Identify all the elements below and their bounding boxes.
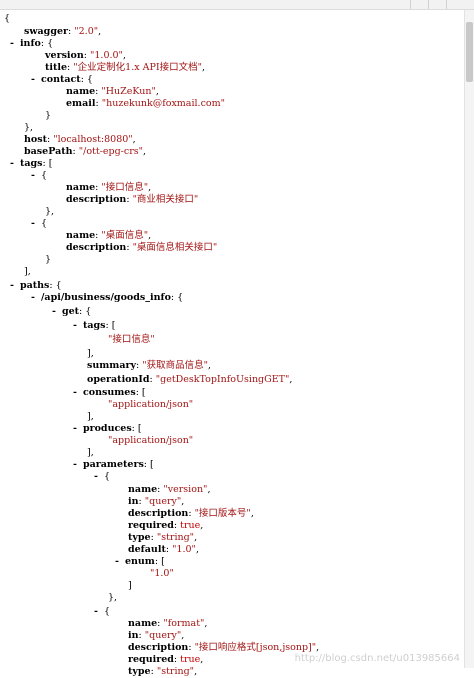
- json-line: ],: [24, 266, 31, 277]
- json-line: host: "localhost:8080",: [24, 134, 136, 145]
- json-line: description: "商业相关接口": [66, 194, 199, 205]
- collapse-toggle[interactable]: -: [73, 387, 77, 398]
- json-line: "接口信息": [108, 334, 155, 345]
- json-line: title: "企业定制化1.x API接口文档",: [45, 62, 205, 73]
- json-line: name: "version",: [128, 484, 211, 495]
- json-line: in: "query",: [128, 630, 185, 641]
- collapse-toggle[interactable]: -: [10, 158, 14, 169]
- json-line: -paths: {: [10, 280, 62, 291]
- json-line: name: "format",: [128, 618, 208, 629]
- json-line: -parameters: [: [73, 459, 154, 470]
- scrollbar-thumb[interactable]: [466, 22, 473, 82]
- json-line: -/api/business/goods_info: {: [31, 292, 184, 303]
- json-line: ]: [128, 580, 132, 591]
- json-line: email: "huzekunk@foxmail.com": [66, 98, 225, 109]
- json-line: -{: [31, 218, 47, 229]
- json-line: "application/json": [108, 435, 194, 446]
- json-line: -{: [94, 471, 110, 482]
- json-line: "application/json": [108, 399, 194, 410]
- json-line: -contact: {: [31, 74, 93, 85]
- collapse-toggle[interactable]: -: [31, 292, 35, 303]
- json-line: },: [24, 122, 34, 133]
- json-line: {: [4, 13, 11, 24]
- collapse-toggle[interactable]: -: [73, 423, 77, 434]
- collapse-toggle[interactable]: -: [73, 320, 77, 331]
- json-line: -enum: [: [115, 556, 165, 567]
- json-line: -{: [94, 606, 110, 617]
- collapse-toggle[interactable]: -: [52, 306, 56, 317]
- collapse-toggle[interactable]: -: [31, 74, 35, 85]
- json-line: name: "接口信息",: [66, 182, 152, 193]
- json-line: },: [108, 592, 118, 603]
- collapse-toggle[interactable]: -: [73, 459, 77, 470]
- toolbar-divider: [428, 0, 429, 9]
- json-line: ],: [87, 447, 94, 458]
- browser-top-bar: [0, 0, 474, 10]
- json-line: default: "1.0",: [128, 544, 199, 555]
- collapse-toggle[interactable]: -: [115, 556, 119, 567]
- json-line: -consumes: [: [73, 387, 146, 398]
- json-line: -get: {: [52, 306, 92, 317]
- json-line: description: "接口响应格式[json,jsonp]",: [128, 642, 320, 653]
- json-line: name: "HuZeKun",: [66, 86, 159, 97]
- json-line: type: "string",: [128, 532, 198, 543]
- json-line: -produces: [: [73, 423, 142, 434]
- watermark-text: http://blog.csdn.net/u013985664: [294, 653, 460, 664]
- json-line: summary: "获取商品信息",: [87, 360, 212, 371]
- json-line: operationId: "getDeskTopInfoUsingGET",: [87, 374, 293, 385]
- collapse-toggle[interactable]: -: [31, 170, 35, 181]
- json-line: }: [45, 254, 52, 265]
- toolbar-divider: [410, 0, 411, 9]
- json-line: -tags: [: [10, 158, 53, 169]
- json-line: swagger: "2.0",: [24, 26, 102, 37]
- json-line: "1.0": [150, 568, 174, 579]
- json-line: required: true,: [128, 520, 204, 531]
- json-line: }: [45, 110, 52, 121]
- json-line: },: [45, 206, 55, 217]
- json-line: ],: [87, 348, 94, 359]
- json-line: name: "桌面信息",: [66, 230, 152, 241]
- collapse-toggle[interactable]: -: [10, 38, 14, 49]
- json-line: description: "接口版本号",: [128, 508, 254, 519]
- collapse-toggle[interactable]: -: [31, 218, 35, 229]
- json-line: -tags: [: [73, 320, 116, 331]
- vertical-scrollbar[interactable]: [464, 10, 474, 668]
- json-line: basePath: "/ott-epg-crs",: [24, 146, 147, 157]
- json-line: -{: [31, 170, 47, 181]
- json-line: required: true,: [128, 654, 204, 665]
- toolbar-divider: [446, 0, 447, 9]
- collapse-toggle[interactable]: -: [10, 280, 14, 291]
- collapse-toggle[interactable]: -: [94, 471, 98, 482]
- collapse-toggle[interactable]: -: [94, 606, 98, 617]
- json-line: version: "1.0.0",: [45, 50, 126, 61]
- json-line: description: "桌面信息相关接口": [66, 242, 218, 253]
- json-line: -info: {: [10, 38, 54, 49]
- json-line: in: "query",: [128, 496, 185, 507]
- json-line: ],: [87, 411, 94, 422]
